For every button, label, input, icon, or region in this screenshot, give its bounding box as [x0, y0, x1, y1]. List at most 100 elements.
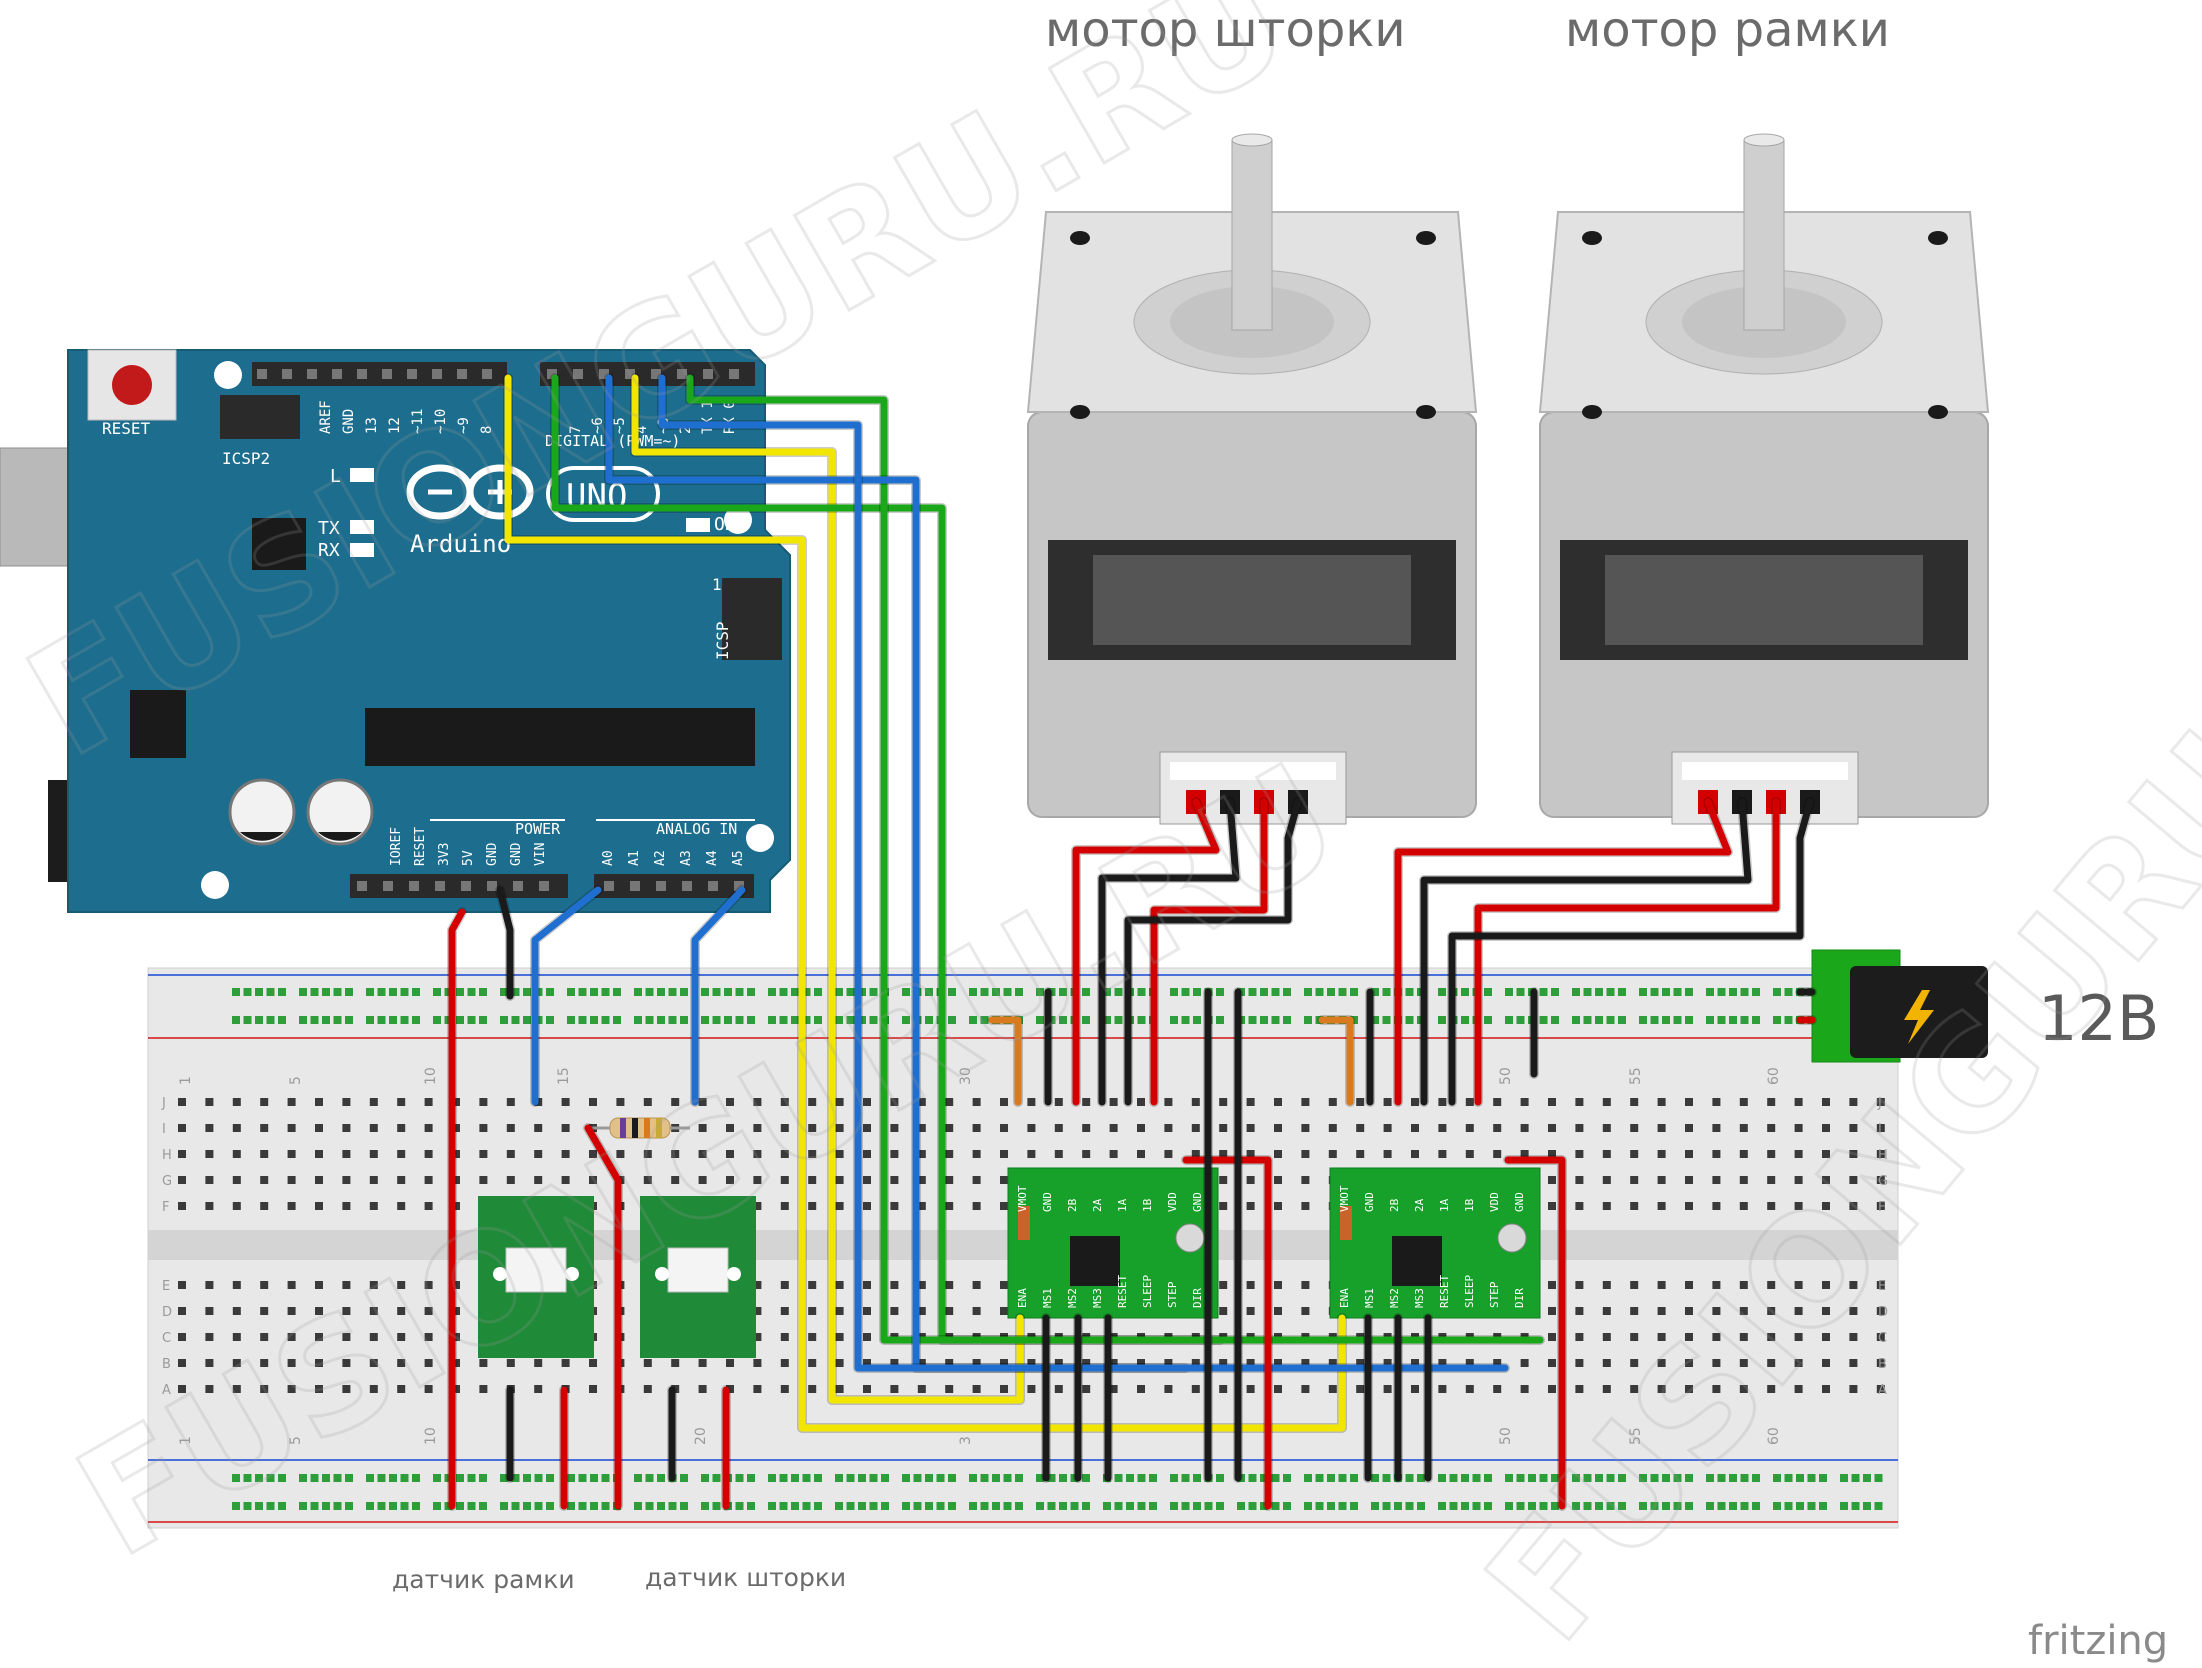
bb-hole — [698, 1150, 707, 1158]
sensor-frame-title: датчик рамки — [392, 1565, 575, 1594]
bb-hole — [1191, 1150, 1200, 1158]
bb-rail-hole — [735, 988, 744, 996]
bb-rail-hole — [377, 1474, 386, 1482]
bb-rail-hole — [467, 1474, 476, 1482]
bb-hole — [452, 1307, 460, 1315]
bb-hole — [808, 1202, 817, 1210]
bb-rail-hole — [1706, 1474, 1714, 1482]
bb-rail-hole — [1193, 988, 1201, 996]
bb-hole — [205, 1333, 214, 1341]
icsp2-header — [220, 395, 300, 439]
icsp-pin1-label: 1 — [712, 575, 722, 594]
bb-rail-hole — [846, 1016, 855, 1024]
bb-rail-hole — [1449, 1502, 1458, 1510]
mount-hole — [214, 361, 242, 389]
bb-rail-hole — [1304, 1474, 1312, 1482]
bb-rail-hole — [1304, 1016, 1312, 1024]
bb-col-number: 5 — [288, 1436, 304, 1445]
bb-rail-hole — [1126, 1502, 1134, 1510]
bb-row-letter: H — [162, 1148, 172, 1163]
bb-rail-hole — [345, 988, 353, 996]
bb-hole — [1876, 1098, 1885, 1106]
bb-hole — [1246, 1202, 1255, 1210]
digital-pin-label: AREF — [318, 400, 334, 434]
bb-hole — [1657, 1281, 1666, 1289]
bb-rail-hole — [523, 1016, 531, 1024]
bb-rail-hole — [902, 1502, 910, 1510]
driver-pin-label: 1B — [1463, 1198, 1476, 1212]
bb-hole — [1219, 1202, 1228, 1210]
bb-rail-hole — [310, 1474, 319, 1482]
bb-rail-hole — [266, 1502, 275, 1510]
bb-hole — [1794, 1385, 1803, 1393]
bb-rail-hole — [948, 1474, 956, 1482]
reset-button-cap[interactable] — [112, 365, 152, 405]
bb-hole — [1849, 1202, 1858, 1210]
bb-hole — [1000, 1098, 1008, 1106]
bb-hole — [260, 1150, 269, 1158]
motor-screw — [1928, 231, 1948, 245]
bb-hole — [1274, 1307, 1282, 1315]
digital-pin-label: 13 — [364, 417, 380, 434]
bb-rail-hole — [668, 988, 677, 996]
power-header — [350, 874, 568, 898]
bb-rail-hole — [881, 1502, 889, 1510]
bb-row-letter: B — [162, 1357, 171, 1372]
bb-rail-hole — [1382, 1016, 1391, 1024]
header-pin — [729, 369, 739, 379]
bb-rail-hole — [1784, 1016, 1793, 1024]
header-pin — [703, 369, 713, 379]
bb-rail-hole — [389, 1502, 397, 1510]
bb-hole — [1794, 1202, 1803, 1210]
bb-hole — [1849, 1098, 1858, 1106]
bb-hole — [1876, 1333, 1885, 1341]
bb-hole — [945, 1202, 954, 1210]
bb-rail-hole — [1461, 1474, 1469, 1482]
bb-hole — [753, 1202, 762, 1210]
bb-hole — [945, 1176, 954, 1184]
bb-hole — [917, 1385, 926, 1393]
bb-rail-hole — [779, 1502, 788, 1510]
bb-hole — [835, 1307, 844, 1315]
bb-hole — [205, 1176, 214, 1184]
led-tx — [350, 520, 374, 534]
driver-pin-label: 1A — [1438, 1198, 1451, 1212]
bb-rail-hole — [278, 1016, 286, 1024]
bb-hole — [315, 1176, 323, 1184]
bb-hole — [890, 1359, 899, 1367]
bb-hole — [1219, 1176, 1228, 1184]
bb-hole — [1164, 1385, 1173, 1393]
bb-rail-hole — [680, 1474, 688, 1482]
bb-hole — [1164, 1359, 1173, 1367]
bb-hole — [1219, 1098, 1228, 1106]
bb-hole — [808, 1281, 817, 1289]
bb-rail-hole — [1114, 988, 1123, 996]
bb-rail-hole — [948, 1016, 956, 1024]
bb-hole — [890, 1098, 899, 1106]
bb-rail-hole — [567, 1502, 575, 1510]
bb-rail-hole — [578, 1502, 587, 1510]
bb-hole — [1274, 1150, 1282, 1158]
bb-rail-hole — [345, 1502, 353, 1510]
bb-rail-hole — [1639, 1474, 1647, 1482]
mount-hole — [201, 871, 229, 899]
wire-red-resistor — [584, 1124, 622, 1510]
bb-hole — [1685, 1150, 1693, 1158]
bb-rail-hole — [500, 988, 508, 996]
bb-hole — [342, 1202, 351, 1210]
bb-hole — [1657, 1098, 1666, 1106]
bb-hole — [1767, 1359, 1776, 1367]
bb-rail-hole — [1528, 1474, 1536, 1482]
bb-hole — [1520, 1385, 1529, 1393]
bb-rail-hole — [479, 1016, 487, 1024]
bb-hole — [753, 1176, 762, 1184]
bb-row-letter: G — [162, 1174, 172, 1189]
bb-hole — [945, 1385, 954, 1393]
bb-hole — [369, 1307, 378, 1315]
driver-pin-label: VMOT — [1016, 1185, 1029, 1212]
bb-hole — [589, 1359, 597, 1367]
bb-rail-hole — [925, 1502, 933, 1510]
bb-rail-hole — [1137, 1502, 1146, 1510]
bb-hole — [1767, 1307, 1776, 1315]
